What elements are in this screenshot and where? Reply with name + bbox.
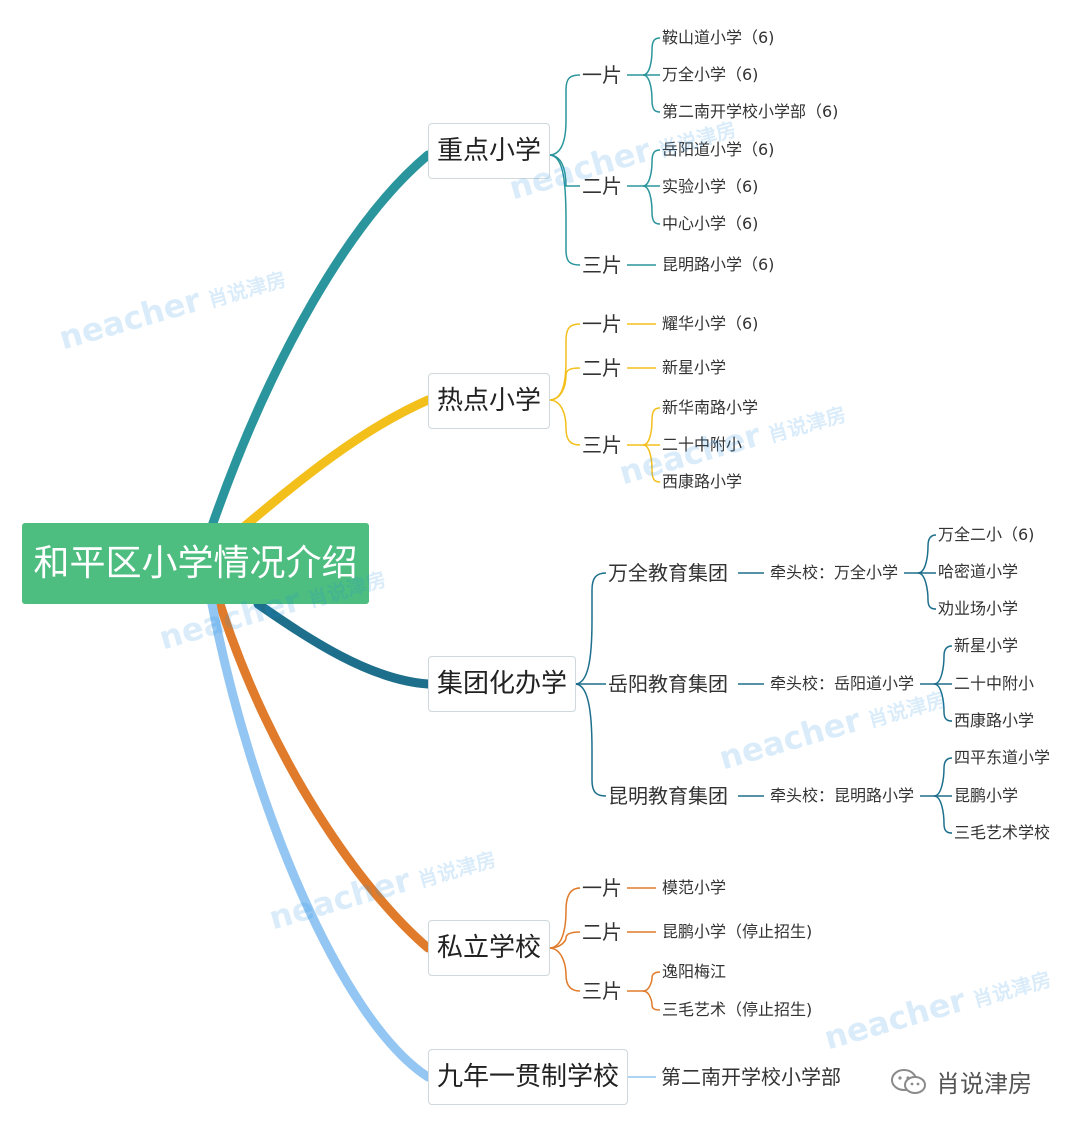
edu-group-2[interactable]: 岳阳教育集团 [608,672,728,696]
private-district-1[interactable]: 一片 [582,876,622,900]
hot-d1-school[interactable]: 耀华小学（6) [662,314,759,333]
branch-group [253,599,433,689]
branch-private [215,599,433,953]
branch-hot [240,395,433,531]
topic-key-schools[interactable]: 重点小学 [428,123,550,179]
root-topic[interactable]: 和平区小学情况介绍 [22,523,369,604]
key-d2-school[interactable]: 岳阳道小学（6) [662,140,775,159]
group-3-lead-school[interactable]: 牵头校：昆明路小学 [770,786,915,805]
key-d1-school[interactable]: 万全小学（6) [662,65,759,84]
hot-d3-school[interactable]: 二十中附小 [662,435,743,454]
wechat-icon [891,1068,926,1094]
hot-district-3[interactable]: 三片 [582,433,622,457]
topic-hot-schools[interactable]: 热点小学 [428,373,550,429]
group-2-member[interactable]: 新星小学 [954,636,1019,655]
key-d3-school[interactable]: 昆明路小学（6) [662,255,775,274]
private-d2-school[interactable]: 昆鹏小学（停止招生) [662,922,813,941]
account-brand: 肖说津房 [890,1064,1032,1099]
hot-district-2[interactable]: 二片 [582,356,622,380]
group-3-member[interactable]: 昆鹏小学 [954,786,1019,805]
private-d1-school[interactable]: 模范小学 [662,878,727,897]
group-3-member[interactable]: 三毛艺术学校 [954,823,1051,842]
private-d3-school[interactable]: 三毛艺术（停止招生) [662,1000,813,1019]
group-1-member[interactable]: 哈密道小学 [938,562,1019,581]
group-2-member[interactable]: 二十中附小 [954,674,1035,693]
edu-group-1[interactable]: 万全教育集团 [608,561,728,585]
group-3-member[interactable]: 四平东道小学 [954,748,1051,767]
branch-nine [207,599,433,1082]
brand-name: 肖说津房 [936,1070,1032,1098]
group-2-member[interactable]: 西康路小学 [954,711,1035,730]
nine-year-school[interactable]: 第二南开学校小学部 [661,1065,841,1089]
hot-d2-school[interactable]: 新星小学 [662,358,727,377]
group-1-lead-school[interactable]: 牵头校：万全小学 [770,563,899,582]
key-d1-school[interactable]: 第二南开学校小学部（6) [662,102,839,121]
group-1-member[interactable]: 劝业场小学 [938,599,1019,618]
edu-group-3[interactable]: 昆明教育集团 [608,784,728,808]
topic-private-schools[interactable]: 私立学校 [428,920,550,976]
private-district-3[interactable]: 三片 [582,979,622,1003]
group-2-lead-school[interactable]: 牵头校：岳阳道小学 [770,674,915,693]
key-district-2[interactable]: 二片 [582,174,622,198]
hot-d3-school[interactable]: 西康路小学 [662,472,743,491]
key-d1-school[interactable]: 鞍山道小学（6) [662,28,775,47]
topic-group-schools[interactable]: 集团化办学 [428,656,576,712]
hot-d3-school[interactable]: 新华南路小学 [662,398,759,417]
key-district-1[interactable]: 一片 [582,63,622,87]
key-district-3[interactable]: 三片 [582,253,622,277]
private-district-2[interactable]: 二片 [582,920,622,944]
branch-key [207,150,433,531]
group-1-member[interactable]: 万全二小（6) [938,525,1035,544]
private-d3-school[interactable]: 逸阳梅江 [662,962,727,981]
key-d2-school[interactable]: 中心小学（6) [662,214,759,233]
key-d2-school[interactable]: 实验小学（6) [662,177,759,196]
hot-district-1[interactable]: 一片 [582,312,622,336]
topic-nine-year-schools[interactable]: 九年一贯制学校 [428,1049,628,1105]
